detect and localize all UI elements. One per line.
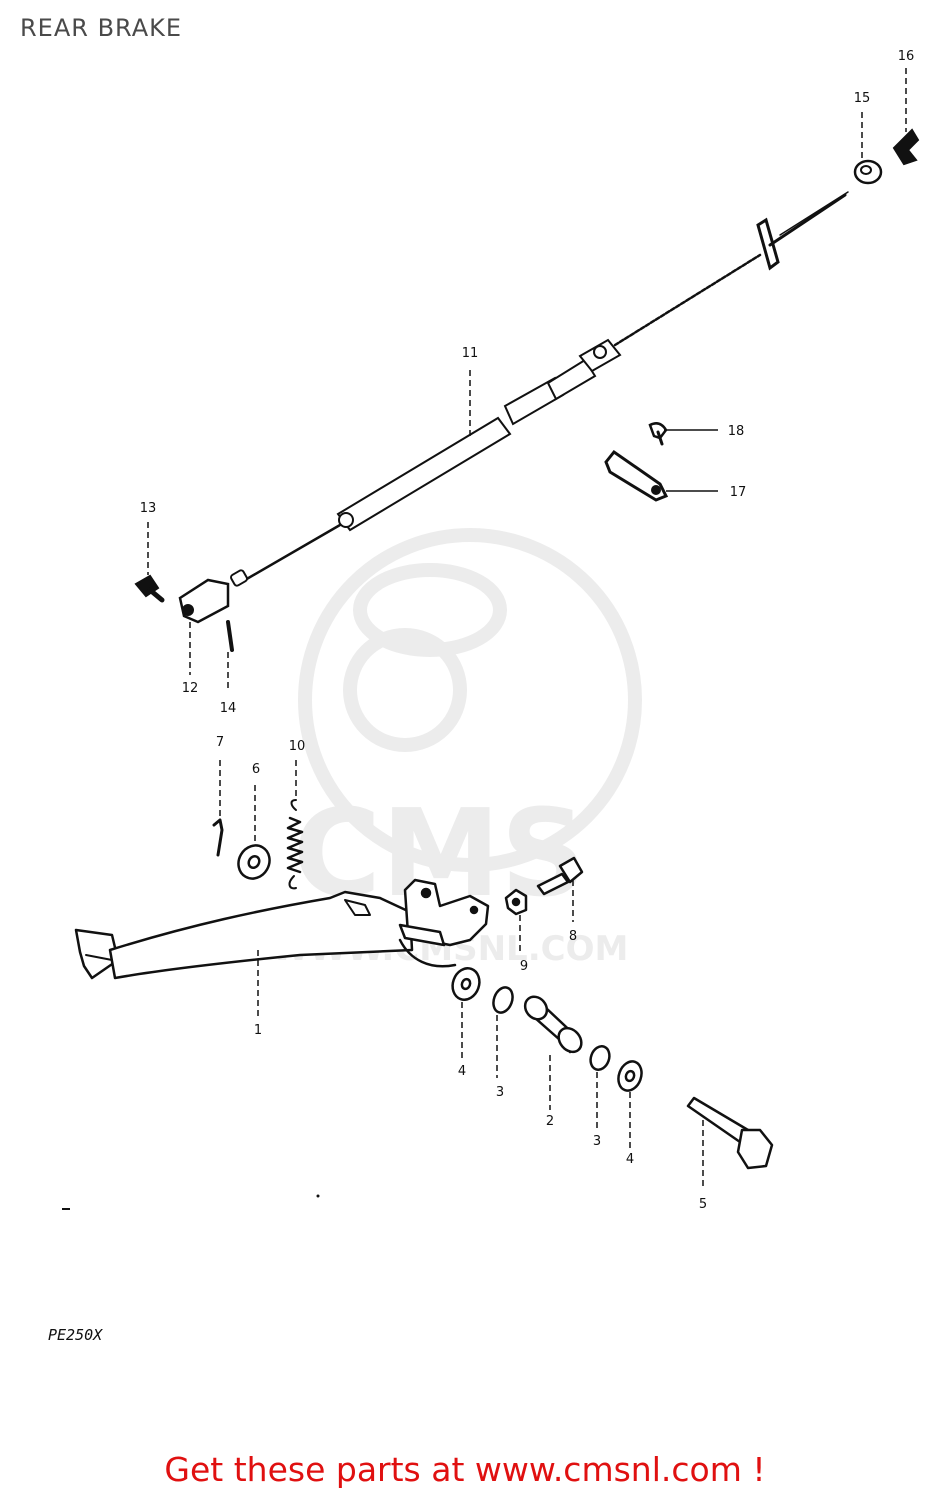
pedal-bush-2 [523, 995, 583, 1054]
pivot-bolt-5 [686, 1096, 774, 1170]
cable-joint-12 [178, 569, 248, 624]
callout-4-left: 4 [458, 1064, 466, 1079]
lock-nut-9 [504, 888, 528, 916]
adjuster-nut-16 [892, 128, 920, 166]
clamp-screw-18 [648, 422, 668, 446]
washer-4-left [451, 967, 481, 1001]
callout-3-right: 3 [593, 1134, 601, 1149]
callout-7: 7 [216, 735, 224, 750]
callout-13: 13 [140, 501, 157, 516]
cable-end-pin-15 [853, 159, 883, 185]
adjuster-bolt-8 [536, 856, 584, 896]
callout-16: 16 [898, 49, 915, 64]
diagram-title: REAR BRAKE [20, 14, 183, 42]
leader-lines [147, 68, 907, 1188]
footer-link-text[interactable]: Get these parts at www.cmsnl.com ! [164, 1450, 766, 1489]
callout-14: 14 [220, 701, 237, 716]
callout-15: 15 [854, 91, 871, 106]
cable-clamp-17 [604, 449, 669, 502]
callout-1: 1 [254, 1023, 262, 1038]
washer-4-right [617, 1060, 643, 1092]
callout-labels: 1 2 3 3 4 4 5 6 7 8 9 10 11 12 13 14 15 … [140, 49, 915, 1212]
model-code: PE250X [48, 1326, 103, 1344]
callout-5: 5 [699, 1197, 707, 1212]
scan-specks [62, 1194, 320, 1210]
callout-3-left: 3 [496, 1085, 504, 1100]
callout-9: 9 [520, 959, 528, 974]
cotter-pin-7 [212, 818, 224, 857]
o-ring-3-right [589, 1045, 611, 1071]
callout-10: 10 [289, 739, 306, 754]
callout-6: 6 [252, 762, 260, 777]
callout-4-right: 4 [626, 1152, 634, 1167]
cotter-pin-14 [226, 620, 234, 652]
brake-pedal-1 [74, 878, 490, 980]
callout-18: 18 [728, 424, 745, 439]
return-spring-10 [286, 799, 304, 890]
callout-12: 12 [182, 681, 199, 696]
joint-pin-13 [134, 574, 165, 603]
washer-6 [237, 844, 271, 880]
callout-11: 11 [462, 346, 479, 361]
callout-17: 17 [730, 485, 747, 500]
callout-8: 8 [569, 929, 577, 944]
brake-cable [243, 191, 849, 582]
callout-2: 2 [546, 1114, 554, 1129]
o-ring-3-left [492, 986, 514, 1014]
